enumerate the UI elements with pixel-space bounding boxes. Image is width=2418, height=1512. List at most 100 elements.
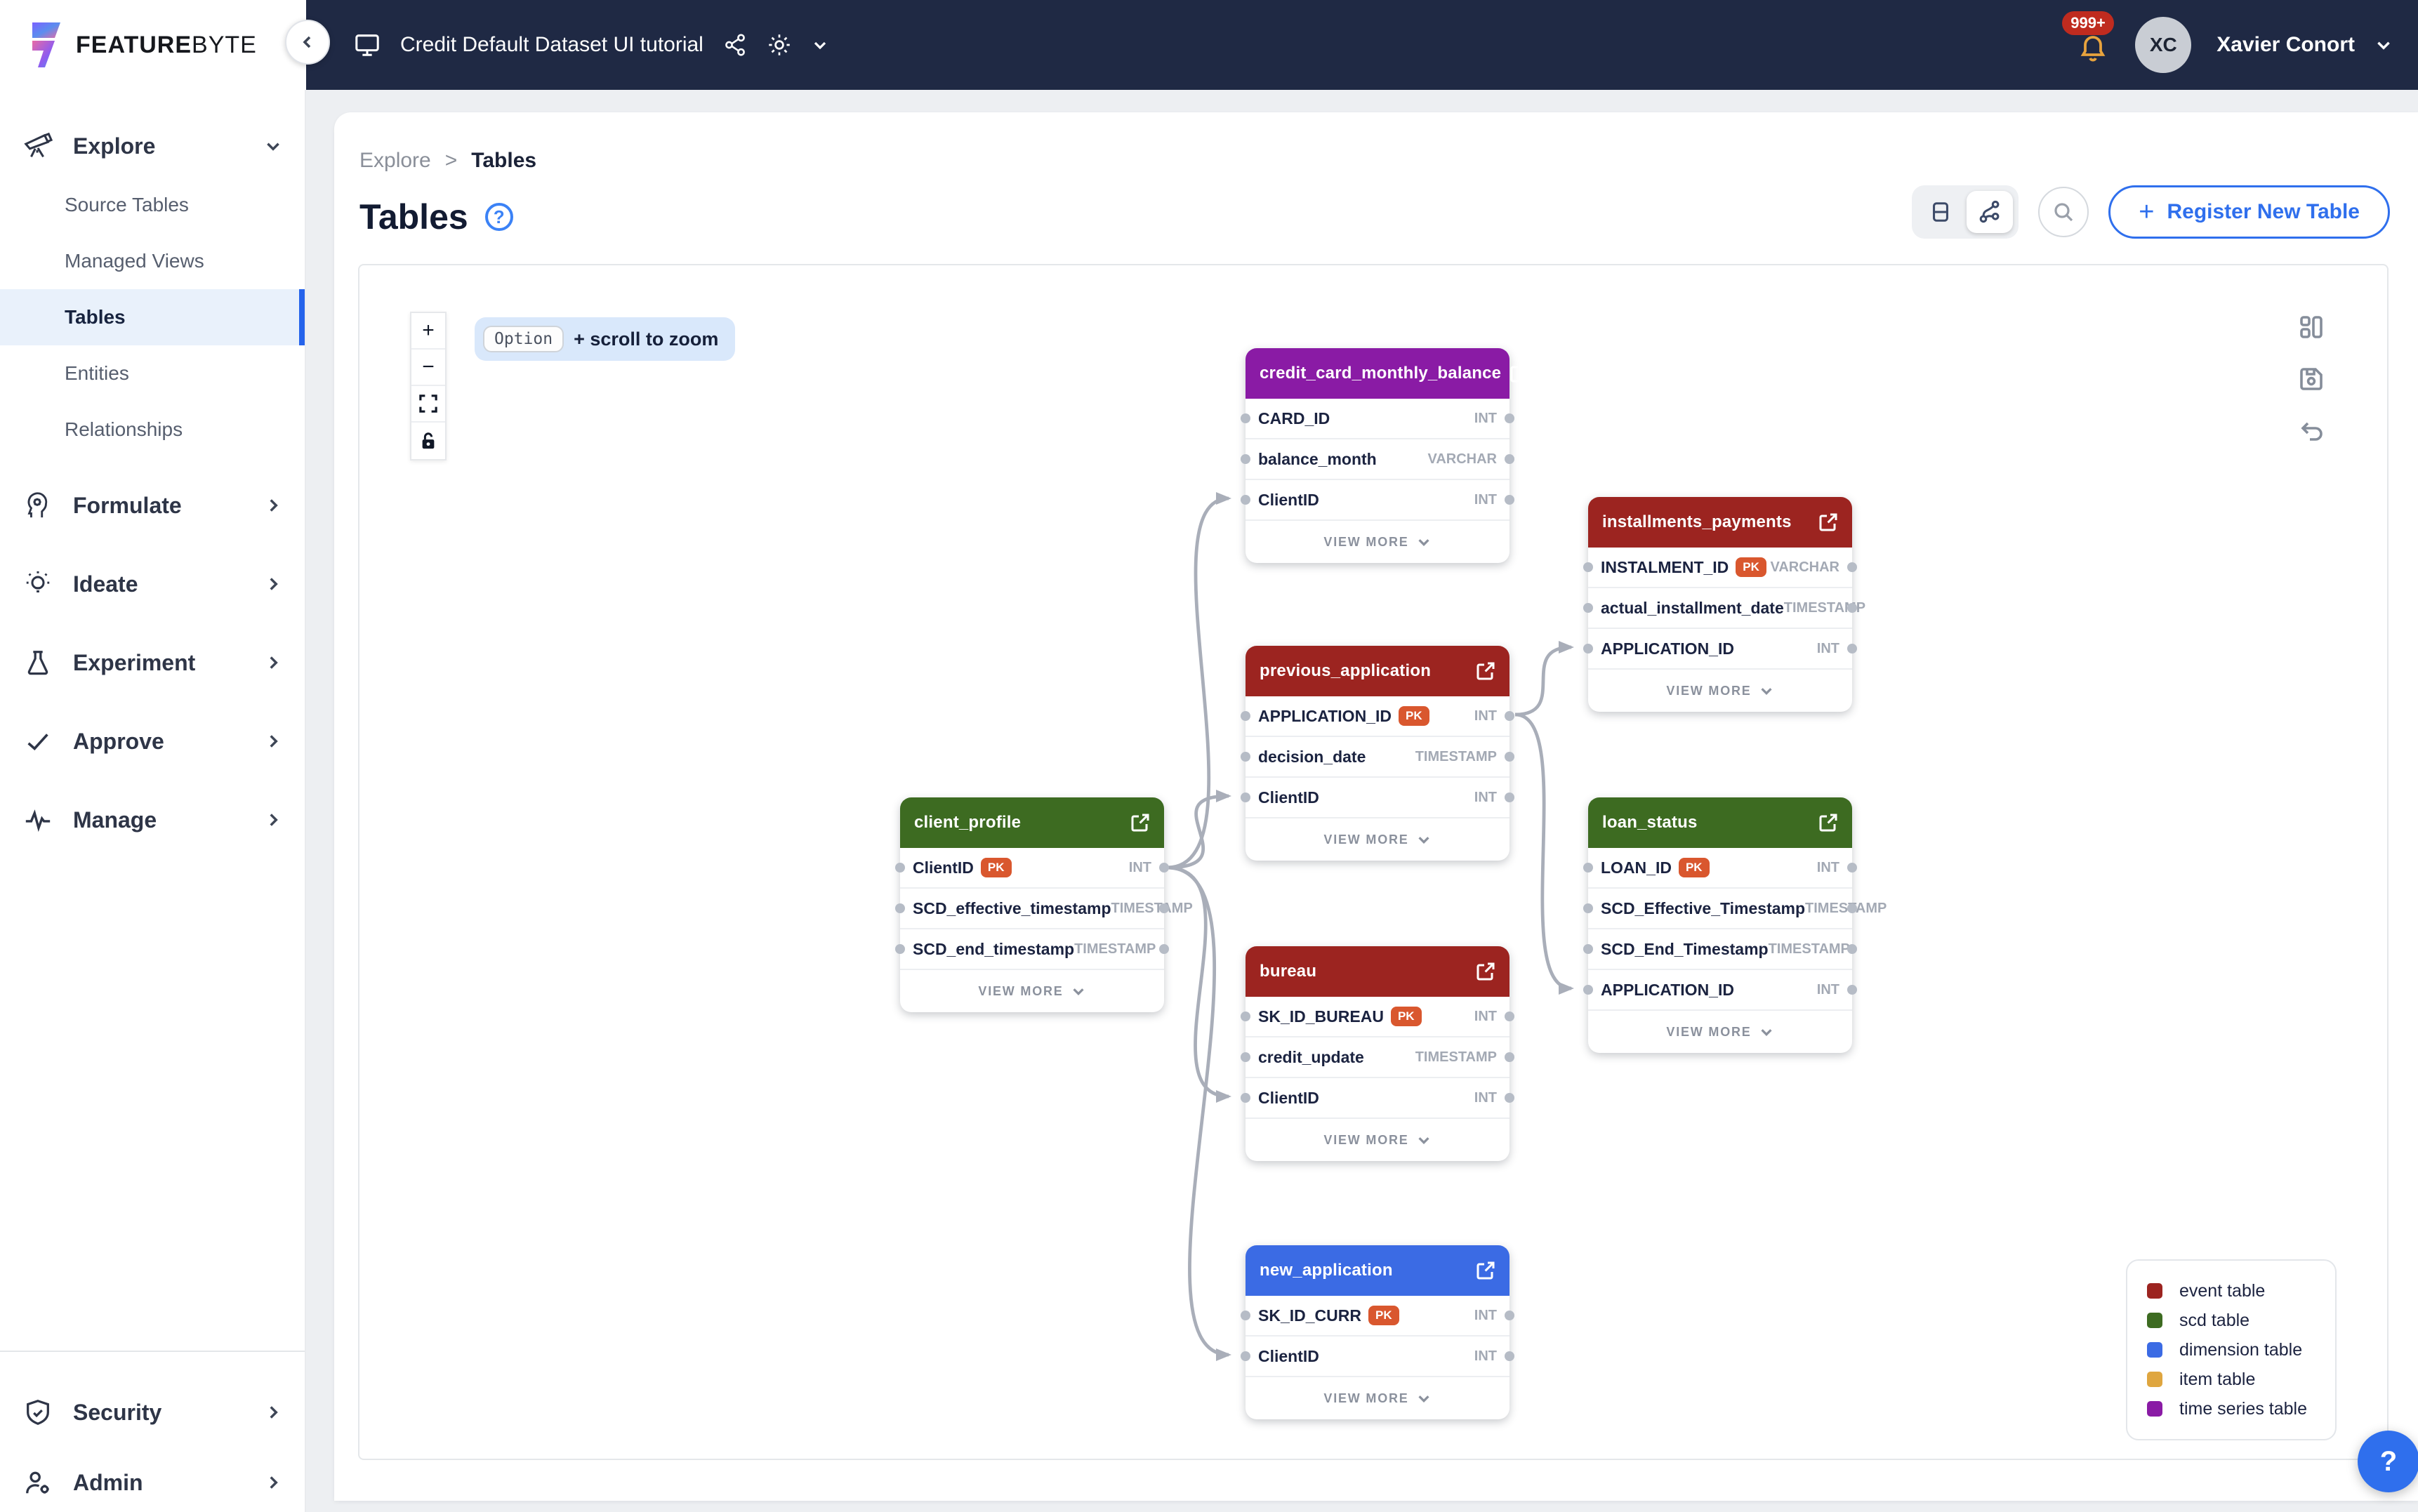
chevron-down-icon[interactable]	[812, 37, 828, 53]
right-handle[interactable]	[1847, 603, 1857, 613]
right-handle[interactable]	[1505, 495, 1514, 505]
left-handle[interactable]	[1241, 711, 1250, 721]
sidebar-item-security[interactable]: Security	[0, 1381, 305, 1443]
graph-view-toggle[interactable]	[1967, 191, 2014, 233]
left-handle[interactable]	[1241, 1093, 1250, 1103]
right-handle[interactable]	[1505, 1052, 1514, 1062]
brand-logo[interactable]: FEATUREBYTE	[0, 0, 306, 90]
left-handle[interactable]	[1583, 903, 1593, 913]
left-handle[interactable]	[1241, 1012, 1250, 1021]
sidebar-item-formulate[interactable]: Formulate	[0, 475, 305, 536]
external-link-icon[interactable]	[1476, 962, 1495, 981]
node-header[interactable]: credit_card_monthly_balance	[1246, 348, 1528, 399]
left-handle[interactable]	[1241, 1311, 1250, 1320]
sidebar-item-entities[interactable]: Entities	[65, 362, 129, 384]
undo-icon[interactable]	[2297, 417, 2325, 445]
sidebar-item-experiment[interactable]: Experiment	[0, 632, 305, 694]
edge-previous_application.APPLICATION_ID-to-loan_status.APPLICATION_ID[interactable]	[1514, 712, 1574, 995]
breadcrumb-parent[interactable]: Explore	[359, 149, 431, 172]
node-header[interactable]: loan_status	[1588, 797, 1852, 848]
left-handle[interactable]	[1241, 413, 1250, 423]
right-handle[interactable]	[1159, 903, 1169, 913]
notifications-bell[interactable]: 999+	[2062, 11, 2115, 73]
register-new-table-button[interactable]: + Register New Table	[2108, 185, 2390, 239]
right-handle[interactable]	[1847, 644, 1857, 654]
left-handle[interactable]	[895, 944, 905, 954]
lock-toggle-button[interactable]	[411, 423, 445, 459]
settings-gear-icon[interactable]	[767, 32, 792, 58]
share-icon[interactable]	[723, 33, 747, 57]
save-icon[interactable]	[2297, 365, 2325, 393]
page-help-icon[interactable]: ?	[484, 203, 513, 231]
right-handle[interactable]	[1505, 1311, 1514, 1320]
zoom-out-button[interactable]: −	[411, 350, 445, 386]
right-handle[interactable]	[1505, 752, 1514, 762]
sidebar-item-managed-views[interactable]: Managed Views	[65, 250, 204, 272]
edge-client_profile.ClientID-to-credit_card_monthly_balance.ClientID[interactable]	[1166, 492, 1231, 870]
left-handle[interactable]	[895, 863, 905, 873]
right-handle[interactable]	[1505, 454, 1514, 464]
help-fab-button[interactable]: ?	[2358, 1431, 2418, 1492]
view-more-button[interactable]: VIEW MORE	[1246, 1377, 1509, 1419]
right-handle[interactable]	[1159, 944, 1169, 954]
zoom-in-button[interactable]: +	[411, 313, 445, 350]
avatar[interactable]: XC	[2135, 17, 2192, 73]
left-handle[interactable]	[1583, 644, 1593, 654]
right-handle[interactable]	[1505, 1351, 1514, 1361]
left-handle[interactable]	[1583, 603, 1593, 613]
list-view-toggle[interactable]	[1917, 191, 1964, 233]
right-handle[interactable]	[1505, 711, 1514, 721]
sidebar-item-relationships[interactable]: Relationships	[65, 418, 183, 440]
right-handle[interactable]	[1505, 1012, 1514, 1021]
external-link-icon[interactable]	[1818, 813, 1838, 833]
sidebar-item-tables[interactable]: Tables	[0, 289, 305, 345]
view-more-button[interactable]: VIEW MORE	[1246, 818, 1509, 861]
external-link-icon[interactable]	[1130, 813, 1150, 833]
right-handle[interactable]	[1847, 944, 1857, 954]
left-handle[interactable]	[1241, 752, 1250, 762]
sidebar-item-explore[interactable]: Explore	[0, 115, 305, 177]
search-button[interactable]	[2038, 187, 2089, 237]
right-handle[interactable]	[1505, 413, 1514, 423]
left-handle[interactable]	[1241, 1052, 1250, 1062]
right-handle[interactable]	[1505, 793, 1514, 802]
right-handle[interactable]	[1159, 863, 1169, 873]
node-header[interactable]: installments_payments	[1588, 497, 1852, 548]
sidebar-item-manage[interactable]: Manage	[0, 789, 305, 851]
node-header[interactable]: client_profile	[900, 797, 1164, 848]
layout-icon[interactable]	[2297, 313, 2325, 341]
view-more-button[interactable]: VIEW MORE	[900, 970, 1164, 1012]
view-more-button[interactable]: VIEW MORE	[1246, 521, 1509, 563]
external-link-icon[interactable]	[1476, 1261, 1495, 1280]
right-handle[interactable]	[1505, 1093, 1514, 1103]
external-link-icon[interactable]	[1476, 661, 1495, 681]
fit-view-button[interactable]	[411, 386, 445, 423]
right-handle[interactable]	[1847, 903, 1857, 913]
external-link-icon[interactable]	[1818, 512, 1838, 532]
left-handle[interactable]	[1583, 562, 1593, 572]
left-handle[interactable]	[1583, 944, 1593, 954]
left-handle[interactable]	[1241, 454, 1250, 464]
edge-client_profile.ClientID-to-previous_application.ClientID[interactable]	[1166, 790, 1231, 870]
external-link-icon[interactable]	[1509, 364, 1529, 383]
right-handle[interactable]	[1847, 562, 1857, 572]
view-more-button[interactable]: VIEW MORE	[1588, 1011, 1852, 1053]
left-handle[interactable]	[1241, 495, 1250, 505]
flow-canvas[interactable]: + − Option + scroll to zoom	[358, 264, 2389, 1460]
sidebar-item-source-tables[interactable]: Source Tables	[65, 194, 189, 215]
left-handle[interactable]	[1241, 793, 1250, 802]
view-more-button[interactable]: VIEW MORE	[1246, 1119, 1509, 1161]
node-header[interactable]: bureau	[1246, 946, 1509, 997]
node-header[interactable]: previous_application	[1246, 646, 1509, 696]
view-more-button[interactable]: VIEW MORE	[1588, 670, 1852, 712]
sidebar-item-ideate[interactable]: Ideate	[0, 553, 305, 615]
sidebar-item-admin[interactable]: Admin	[0, 1452, 305, 1512]
edge-client_profile.ClientID-to-new_application.ClientID[interactable]	[1166, 866, 1231, 1361]
